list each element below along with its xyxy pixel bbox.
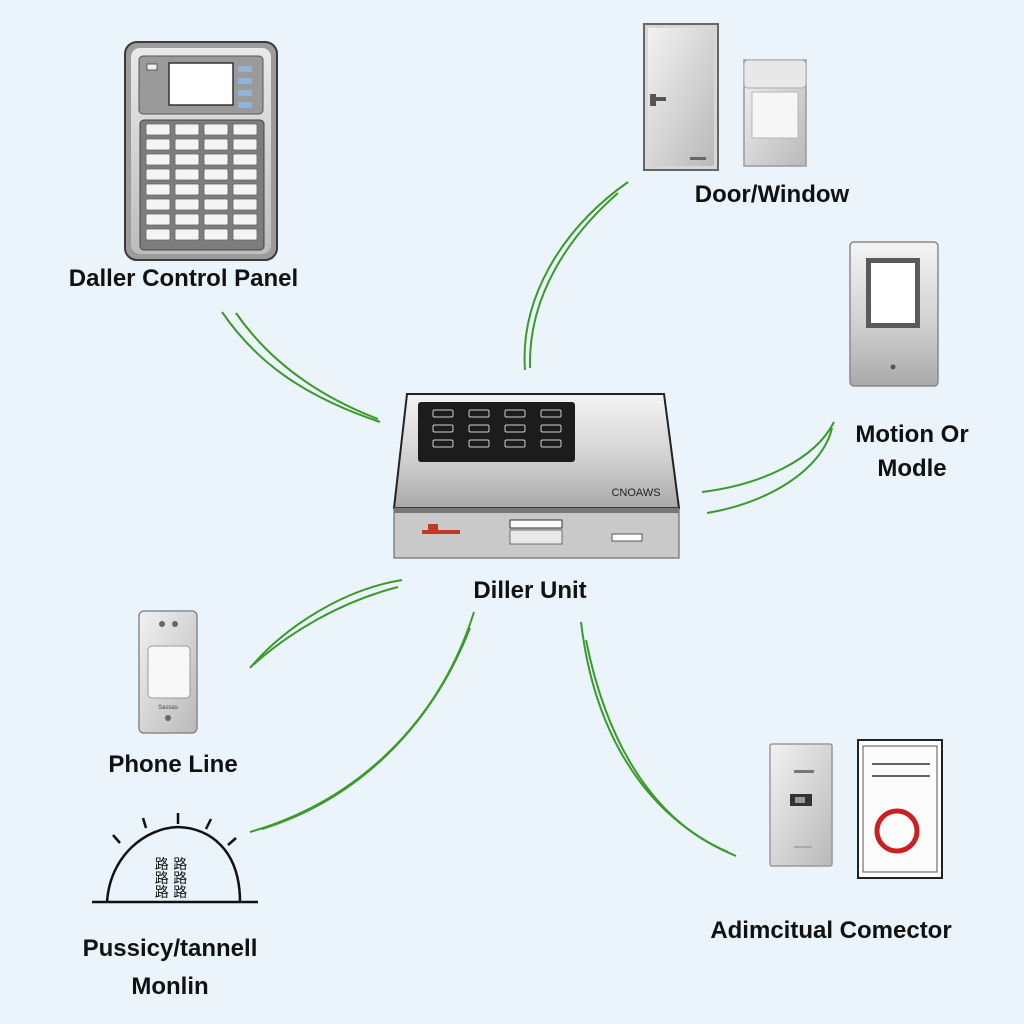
panel-key [145,168,171,181]
node-label-door-window: Door/Window [694,181,850,208]
panel-key [145,153,171,166]
pussicy-device: 路 路 路 路 路 路 [92,813,258,904]
connector-control-panel-a [221,311,381,423]
panel-key [174,138,200,151]
hub-label: Diller Unit [473,577,587,604]
comector-device [769,739,943,879]
panel-key [232,228,258,241]
panel-key [174,198,200,211]
connector-door-window-b [528,192,619,369]
hub-key [468,439,490,448]
panel-key [174,213,200,226]
panel-key [174,153,200,166]
connector-pussicy-a [249,611,475,833]
node-label-pussicy: Pussicy/tannell Monlin [52,930,288,1006]
node-label-motion: Motion Or Modle [829,418,995,486]
hub-key [468,424,490,433]
panel-key [232,198,258,211]
panel-key [145,213,171,226]
control-panel-device [124,41,278,261]
panel-key [174,183,200,196]
phone-line-device: Sassas [138,610,198,734]
panel-key [203,168,229,181]
connector-control-panel-b [235,312,379,420]
panel-key [203,198,229,211]
panel-key [232,153,258,166]
panel-key [232,213,258,226]
connector-lines [221,181,835,857]
panel-key [203,153,229,166]
hub-device: CNOAWS [392,393,681,559]
panel-key [145,183,171,196]
connector-door-window-a [523,181,629,371]
hub-key [540,424,562,433]
phone-line-device-text: Sassas [158,705,178,711]
panel-key [174,168,200,181]
hub-key [504,439,526,448]
node-label-motion-line-1: Motion Or [855,421,969,448]
connector-motion-a [701,421,835,493]
connector-comector-b [585,639,729,853]
panel-key [145,228,171,241]
door-window-device [643,23,807,171]
hub-key [468,409,490,418]
panel-key [174,228,200,241]
panel-key [203,213,229,226]
panel-key [203,183,229,196]
connector-comector-a [580,621,737,857]
panel-key [232,168,258,181]
panel-key [203,123,229,136]
connector-motion-b [706,427,833,514]
pussicy-device-glyph-1: 路 路 [155,857,187,873]
panel-key [174,123,200,136]
pussicy-device-glyph-2: 路 路 [155,871,187,887]
hub-brand-text: CNOAWS [611,487,660,499]
node-label-pussicy-line-1: Pussicy/tannell [82,935,258,962]
panel-key [145,198,171,211]
panel-key [145,138,171,151]
connector-phone-line-b [252,586,399,666]
panel-key [232,123,258,136]
node-label-connector: Adimcitual Comector [710,917,952,944]
node-label-pussicy-line-2: Monlin [131,973,209,1000]
panel-key [203,228,229,241]
node-label-control-panel: Daller Control Panel [68,265,299,292]
panel-key [232,138,258,151]
connector-phone-line-a [249,579,403,669]
hub-key [432,439,454,448]
panel-key [232,183,258,196]
hub-key [540,439,562,448]
motion-device [849,241,939,387]
hub-key [432,409,454,418]
pussicy-device-glyph-3: 路 路 [155,885,187,901]
hub-key [504,424,526,433]
hub-key [432,424,454,433]
connector-pussicy-b [261,627,471,830]
hub-key [540,409,562,418]
node-label-phone-line: Phone Line [108,751,238,778]
panel-key [145,123,171,136]
hub-key [504,409,526,418]
node-label-motion-line-2: Modle [877,455,947,482]
panel-key [203,138,229,151]
